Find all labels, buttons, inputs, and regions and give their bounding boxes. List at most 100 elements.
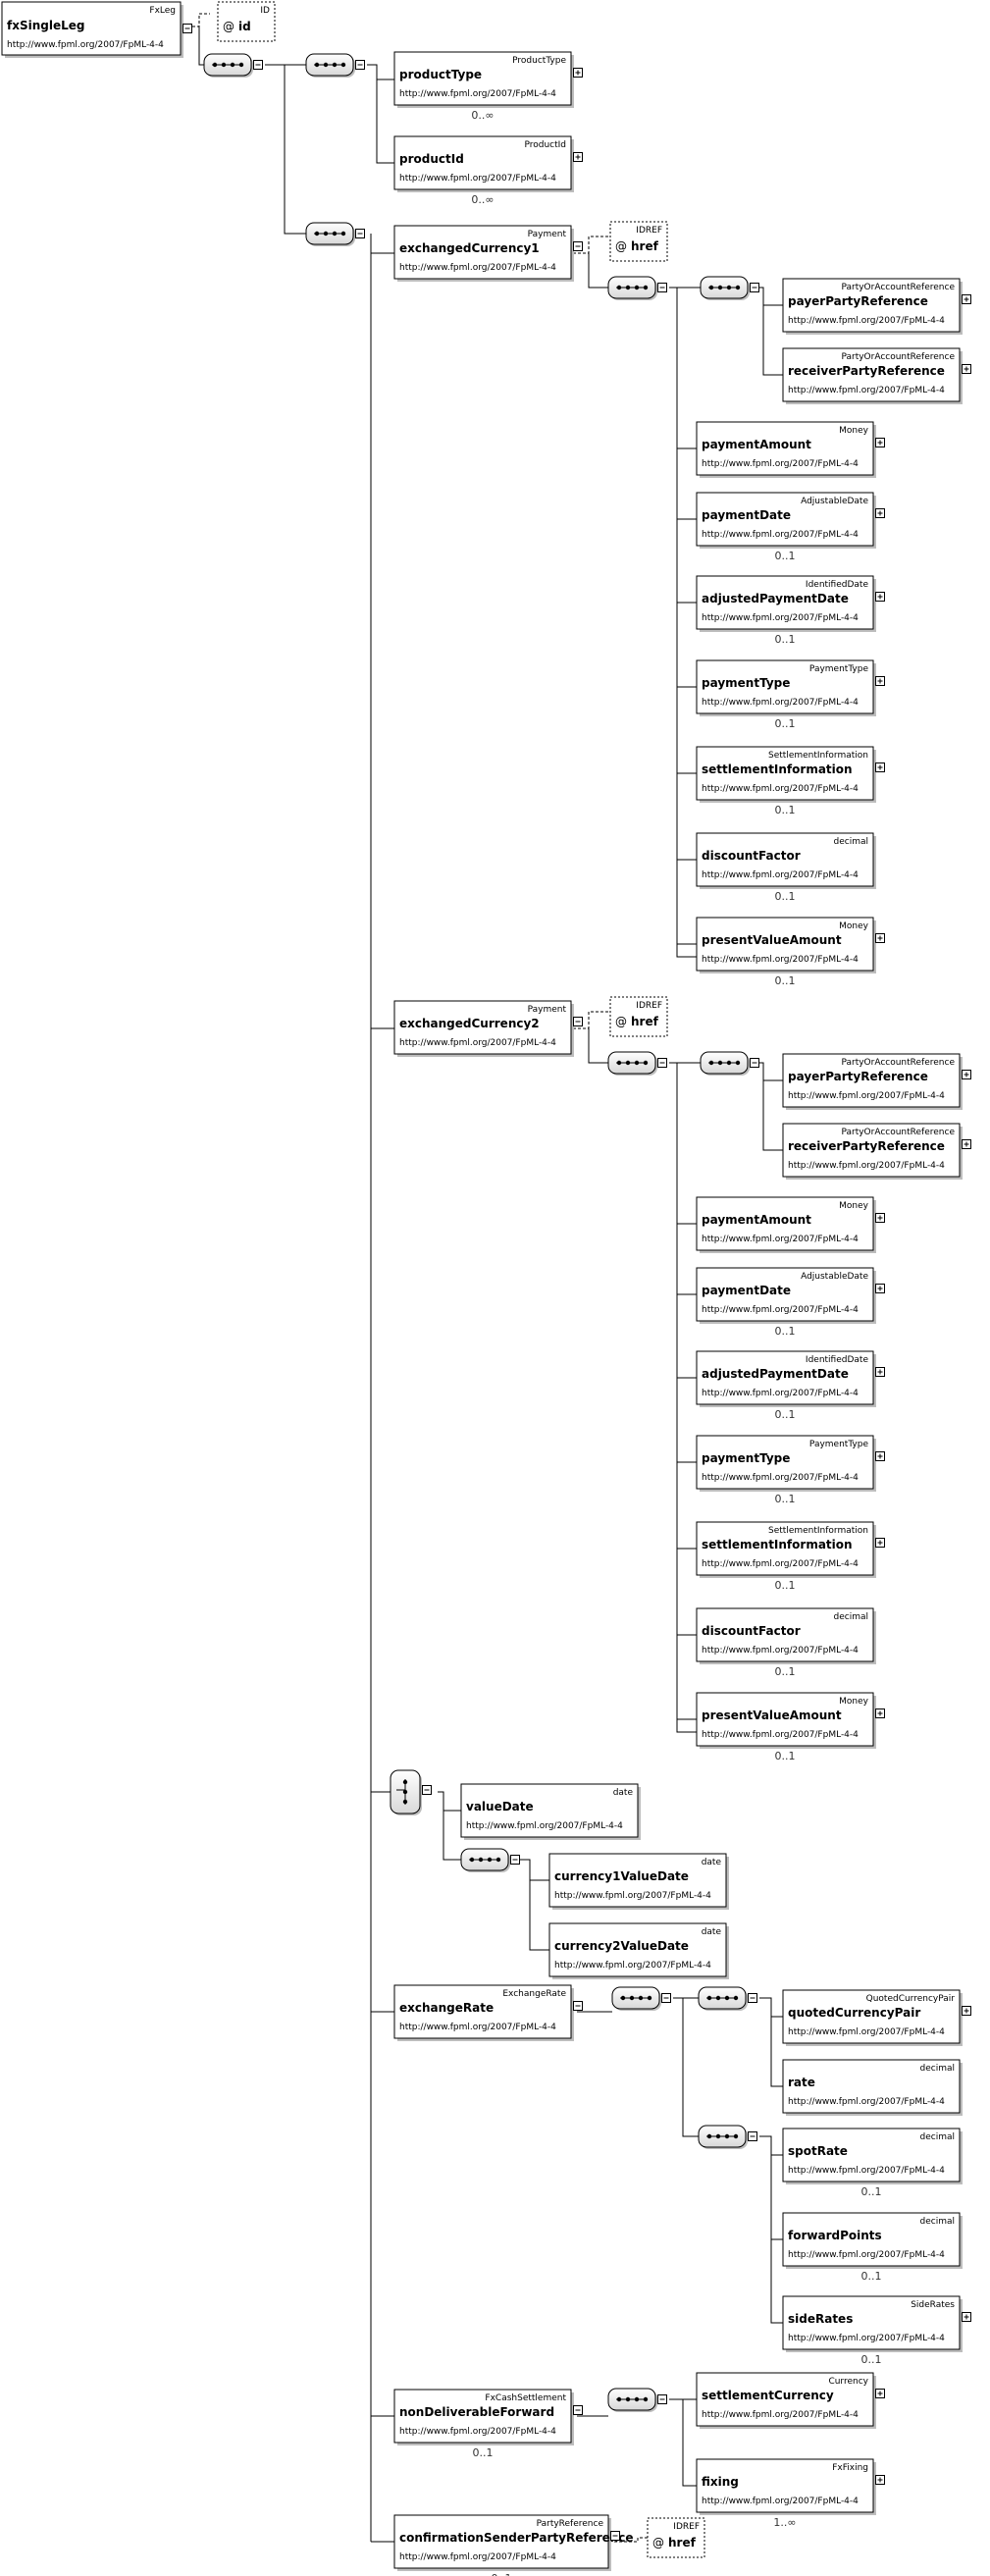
element-ec1_presentValueAmount[interactable]: MoneypresentValueAmounthttp://www.fpml.o… xyxy=(696,917,876,973)
expand-icon[interactable] xyxy=(875,676,885,686)
collapse-icon[interactable] xyxy=(750,283,759,292)
element-ec2_adjustedPaymentDate[interactable]: IdentifiedDateadjustedPaymentDatehttp://… xyxy=(696,1350,876,1407)
element-sideRates[interactable]: SideRatessideRateshttp://www.fpml.org/20… xyxy=(782,2295,963,2352)
element-productId[interactable]: ProductIdproductIdhttp://www.fpml.org/20… xyxy=(393,135,574,192)
collapse-icon[interactable] xyxy=(253,60,263,70)
collapse-icon[interactable] xyxy=(657,1058,667,1068)
element-type-label: date xyxy=(613,1788,634,1798)
attribute-root_id[interactable]: ID@id xyxy=(217,1,276,42)
expand-icon[interactable] xyxy=(875,508,885,518)
element-forwardPoints[interactable]: decimalforwardPointshttp://www.fpml.org/… xyxy=(782,2212,963,2269)
element-namespace-label: http://www.fpml.org/2007/FpML-4-4 xyxy=(702,955,859,965)
sequence-compositor[interactable] xyxy=(305,222,355,246)
root-element-fxSingleLeg[interactable]: FxLegfxSingleLeghttp://www.fpml.org/2007… xyxy=(1,1,183,58)
collapse-icon[interactable] xyxy=(422,1785,432,1795)
sequence-compositor[interactable] xyxy=(607,1051,657,1076)
sequence-compositor[interactable] xyxy=(607,2388,657,2412)
occurrence-label: 0..1 xyxy=(861,2270,882,2283)
collapse-icon[interactable] xyxy=(573,1017,583,1026)
element-ec1_adjustedPaymentDate[interactable]: IdentifiedDateadjustedPaymentDatehttp://… xyxy=(696,575,876,632)
expand-icon[interactable] xyxy=(875,1709,885,1718)
expand-icon[interactable] xyxy=(875,2389,885,2398)
element-confirmationSenderPartyReference[interactable]: PartyReferenceconfirmationSenderPartyRef… xyxy=(393,2514,634,2571)
collapse-icon[interactable] xyxy=(573,2405,583,2415)
expand-icon[interactable] xyxy=(573,152,583,162)
element-currency2ValueDate[interactable]: datecurrency2ValueDatehttp://www.fpml.or… xyxy=(548,1922,729,1979)
element-fixing[interactable]: FxFixingfixinghttp://www.fpml.org/2007/F… xyxy=(696,2458,876,2515)
expand-icon[interactable] xyxy=(875,1213,885,1223)
element-ec2_discountFactor[interactable]: decimaldiscountFactorhttp://www.fpml.org… xyxy=(696,1607,876,1664)
sequence-compositor[interactable] xyxy=(698,1986,748,2011)
element-ec2_paymentDate[interactable]: AdjustableDatepaymentDatehttp://www.fpml… xyxy=(696,1267,876,1324)
element-ec2_settlementInformation[interactable]: SettlementInformationsettlementInformati… xyxy=(696,1521,876,1578)
sequence-compositor[interactable] xyxy=(305,53,355,78)
expand-icon[interactable] xyxy=(875,438,885,447)
expand-icon[interactable] xyxy=(875,1538,885,1548)
element-quotedCurrencyPair[interactable]: QuotedCurrencyPairquotedCurrencyPairhttp… xyxy=(782,1989,963,2046)
expand-icon[interactable] xyxy=(875,1367,885,1377)
expand-icon[interactable] xyxy=(573,68,583,78)
expand-icon[interactable] xyxy=(962,2006,971,2016)
expand-icon[interactable] xyxy=(962,2312,971,2322)
element-namespace-label: http://www.fpml.org/2007/FpML-4-4 xyxy=(788,2027,945,2037)
expand-icon[interactable] xyxy=(962,364,971,374)
element-productType[interactable]: ProductTypeproductTypehttp://www.fpml.or… xyxy=(393,51,574,108)
element-settlementCurrency[interactable]: CurrencysettlementCurrencyhttp://www.fpm… xyxy=(696,2372,876,2429)
expand-icon[interactable] xyxy=(875,933,885,943)
collapse-icon[interactable] xyxy=(657,283,667,292)
attribute-ec2_href[interactable]: IDREF@href xyxy=(609,996,668,1037)
sequence-compositor[interactable] xyxy=(607,276,657,300)
attribute-csp_href[interactable]: IDREF@href xyxy=(647,2517,705,2558)
collapse-icon[interactable] xyxy=(750,1058,759,1068)
collapse-icon[interactable] xyxy=(573,2001,583,2011)
sequence-compositor[interactable] xyxy=(460,1848,510,1872)
element-ec1_discountFactor[interactable]: decimaldiscountFactorhttp://www.fpml.org… xyxy=(696,832,876,889)
element-ec1_paymentDate[interactable]: AdjustableDatepaymentDatehttp://www.fpml… xyxy=(696,492,876,549)
collapse-icon[interactable] xyxy=(355,229,365,238)
element-spotRate[interactable]: decimalspotRatehttp://www.fpml.org/2007/… xyxy=(782,2128,963,2184)
element-rate[interactable]: decimalratehttp://www.fpml.org/2007/FpML… xyxy=(782,2059,963,2116)
collapse-icon[interactable] xyxy=(748,2131,757,2141)
expand-icon[interactable] xyxy=(962,294,971,304)
element-ec2_presentValueAmount[interactable]: MoneypresentValueAmounthttp://www.fpml.o… xyxy=(696,1692,876,1749)
element-namespace-label: http://www.fpml.org/2007/FpML-4-4 xyxy=(702,1730,859,1740)
collapse-icon[interactable] xyxy=(748,1993,757,2003)
element-exchangedCurrency1[interactable]: PaymentexchangedCurrency1http://www.fpml… xyxy=(393,225,574,282)
expand-icon[interactable] xyxy=(875,1451,885,1461)
element-ec2_paymentAmount[interactable]: MoneypaymentAmounthttp://www.fpml.org/20… xyxy=(696,1196,876,1253)
sequence-compositor[interactable] xyxy=(611,1986,661,2011)
element-ec2_paymentType[interactable]: PaymentTypepaymentTypehttp://www.fpml.or… xyxy=(696,1435,876,1492)
element-ec1_settlementInformation[interactable]: SettlementInformationsettlementInformati… xyxy=(696,746,876,803)
expand-icon[interactable] xyxy=(875,592,885,602)
sequence-compositor[interactable] xyxy=(698,2125,748,2149)
expand-icon[interactable] xyxy=(962,1070,971,1079)
collapse-icon[interactable] xyxy=(657,2394,667,2404)
collapse-icon[interactable] xyxy=(510,1855,520,1865)
expand-icon[interactable] xyxy=(875,762,885,772)
expand-icon[interactable] xyxy=(875,2475,885,2485)
collapse-icon[interactable] xyxy=(182,24,192,33)
sequence-compositor[interactable] xyxy=(700,1051,750,1076)
collapse-icon[interactable] xyxy=(355,60,365,70)
element-ec1_paymentAmount[interactable]: MoneypaymentAmounthttp://www.fpml.org/20… xyxy=(696,421,876,478)
element-exchangeRate[interactable]: ExchangeRateexchangeRatehttp://www.fpml.… xyxy=(393,1984,574,2041)
collapse-icon[interactable] xyxy=(661,1993,671,2003)
collapse-icon[interactable] xyxy=(573,241,583,251)
element-nonDeliverableForward[interactable]: FxCashSettlementnonDeliverableForwardhtt… xyxy=(393,2389,574,2445)
element-ec1_payer[interactable]: PartyOrAccountReferencepayerPartyReferen… xyxy=(782,278,963,335)
sequence-compositor[interactable] xyxy=(203,53,253,78)
element-ec1_paymentType[interactable]: PaymentTypepaymentTypehttp://www.fpml.or… xyxy=(696,659,876,716)
choice-compositor[interactable] xyxy=(390,1769,422,1815)
element-exchangedCurrency2[interactable]: PaymentexchangedCurrency2http://www.fpml… xyxy=(393,1000,574,1057)
element-currency1ValueDate[interactable]: datecurrency1ValueDatehttp://www.fpml.or… xyxy=(548,1853,729,1910)
collapse-icon[interactable] xyxy=(610,2531,620,2541)
attribute-name-label: href xyxy=(668,2536,697,2550)
element-ec1_receiver[interactable]: PartyOrAccountReferencereceiverPartyRefe… xyxy=(782,347,963,404)
attribute-ec1_href[interactable]: IDREF@href xyxy=(609,221,668,262)
sequence-compositor[interactable] xyxy=(700,276,750,300)
expand-icon[interactable] xyxy=(962,1139,971,1149)
element-valueDate[interactable]: datevalueDatehttp://www.fpml.org/2007/Fp… xyxy=(460,1783,641,1840)
element-ec2_receiver[interactable]: PartyOrAccountReferencereceiverPartyRefe… xyxy=(782,1123,963,1180)
element-ec2_payer[interactable]: PartyOrAccountReferencepayerPartyReferen… xyxy=(782,1053,963,1110)
expand-icon[interactable] xyxy=(875,1284,885,1293)
